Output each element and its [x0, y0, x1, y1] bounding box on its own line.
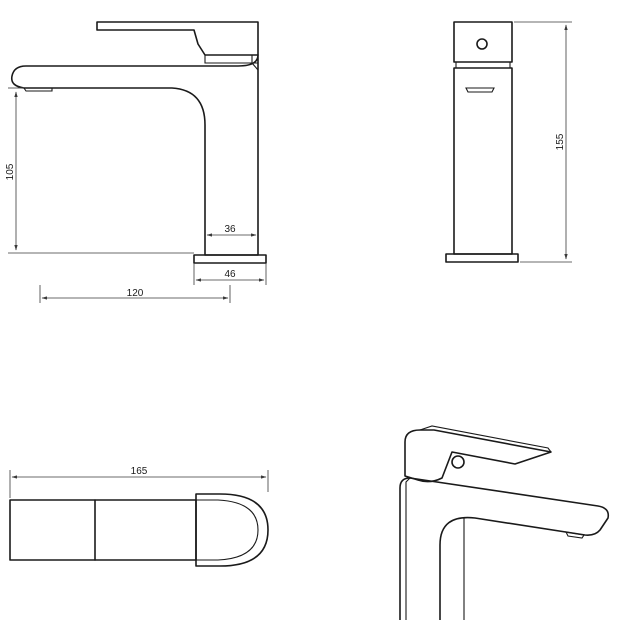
- persp-handle-top: [419, 425, 552, 453]
- top-spout-body: [9, 499, 197, 561]
- side-handle-lever: [96, 21, 259, 56]
- dim-label-46: 46: [224, 269, 236, 280]
- persp-body: [399, 477, 610, 620]
- top-handle-inner-arc: [196, 499, 259, 561]
- dim-label-165: 165: [131, 466, 148, 477]
- top-handle-arc: [195, 493, 269, 567]
- front-base-plate: [445, 253, 519, 263]
- front-aerator: [465, 87, 495, 93]
- side-view: [10, 21, 267, 264]
- persp-body-edge: [405, 477, 411, 620]
- perspective-view: [399, 425, 610, 620]
- front-handle-gap: [455, 62, 511, 69]
- dim-label-36: 36: [224, 224, 236, 235]
- dim-label-105: 105: [5, 163, 16, 180]
- front-handle-block: [453, 21, 513, 63]
- side-body-spout: [10, 54, 259, 256]
- front-body: [453, 67, 513, 255]
- top-view: [9, 493, 269, 567]
- top-dimensions: 165: [9, 466, 269, 498]
- side-base-plate: [193, 254, 267, 264]
- front-handle-screw: [476, 38, 488, 50]
- side-handle-neck: [204, 55, 253, 64]
- dim-label-120: 120: [127, 288, 144, 299]
- side-aerator: [22, 87, 53, 92]
- persp-handle: [404, 429, 552, 483]
- persp-handle-screw: [451, 455, 465, 469]
- front-view: [445, 21, 519, 263]
- persp-aerator: [565, 531, 585, 539]
- dim-label-155: 155: [555, 133, 566, 150]
- front-dimensions: 155: [514, 21, 572, 263]
- side-dimensions: 105 36 46 120: [5, 87, 267, 303]
